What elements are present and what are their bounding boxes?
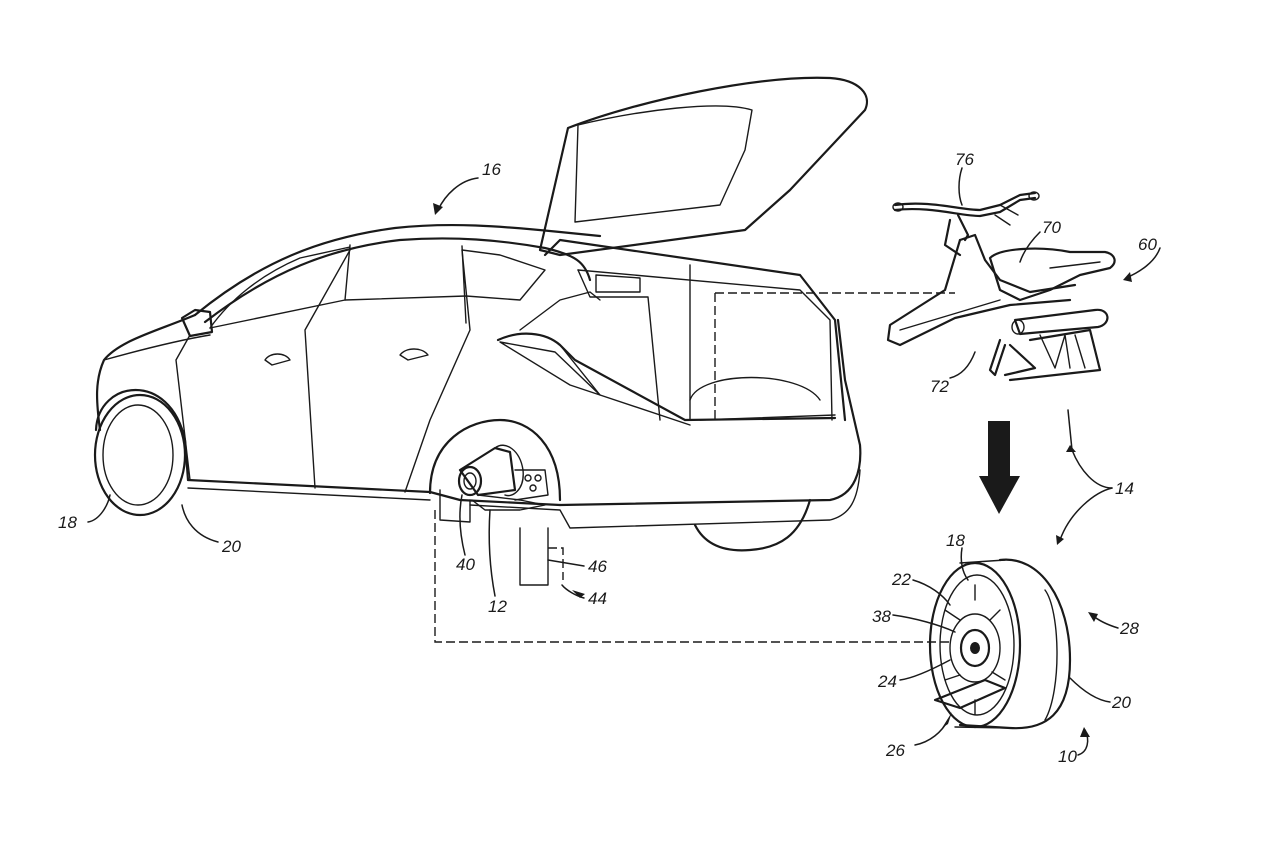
label-spare-tire: 20 (1111, 693, 1131, 712)
reference-labels: 16 18 20 40 12 46 44 76 70 60 72 14 18 2… (58, 150, 1157, 766)
label-scooter-frame: 60 (1138, 235, 1157, 254)
label-wheel-assembly: 10 (1058, 747, 1077, 766)
label-outer-side: 28 (1119, 619, 1139, 638)
label-hub-motor: 12 (488, 597, 507, 616)
dashed-connectors (434, 292, 955, 643)
label-vehicle: 16 (482, 160, 501, 179)
label-inner-side: 26 (885, 741, 905, 760)
label-motor-part: 46 (588, 557, 607, 576)
label-kit: 14 (1115, 479, 1134, 498)
spare-wheel-drawing (928, 558, 1072, 730)
label-seat: 70 (1042, 218, 1061, 237)
label-motor-assembly: 44 (588, 589, 607, 608)
vehicle-drawing (93, 76, 868, 586)
leader-arrowheads (433, 203, 1132, 737)
label-handlebar: 76 (955, 150, 974, 169)
label-spare-wheel: 18 (946, 531, 965, 550)
label-hub-connector: 40 (456, 555, 475, 574)
label-front-wheel: 18 (58, 513, 77, 532)
label-front-tire: 20 (221, 537, 241, 556)
down-arrow-icon (979, 421, 1020, 514)
label-frame-rail: 72 (930, 377, 949, 396)
scooter-drawing (886, 191, 1116, 382)
label-axle-hub: 24 (877, 672, 897, 691)
label-spoke-plate: 22 (891, 570, 911, 589)
label-hub-cover: 38 (872, 607, 891, 626)
